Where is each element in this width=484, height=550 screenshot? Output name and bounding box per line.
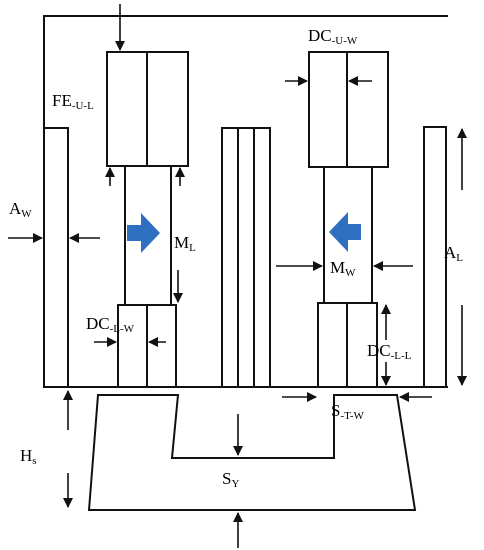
- label-m-w: MW: [330, 258, 356, 279]
- label-a-l: AL: [444, 243, 464, 264]
- label-fe-u-l: FE-U-L: [52, 91, 94, 112]
- right-upper-block: [308, 51, 389, 168]
- blue-arrow-right-icon: [127, 213, 160, 253]
- label-s-t-w: S-T-W: [331, 401, 364, 422]
- blue-arrow-left-icon: [329, 212, 361, 252]
- label-a-w: AW: [9, 199, 32, 220]
- label-m-l: ML: [174, 233, 196, 254]
- right-outer-limb: [423, 126, 447, 388]
- label-h-s: Hs: [20, 446, 37, 467]
- label-dc-l-w: DC-L-W: [86, 314, 135, 335]
- left-outer-limb: [43, 127, 69, 388]
- label-dc-u-w: DC-U-W: [308, 26, 358, 47]
- label-dc-l-l: DC-L-L: [367, 341, 412, 362]
- center-limb: [221, 127, 271, 388]
- label-s-y: SY: [222, 469, 240, 490]
- bottom-yoke: [87, 394, 417, 511]
